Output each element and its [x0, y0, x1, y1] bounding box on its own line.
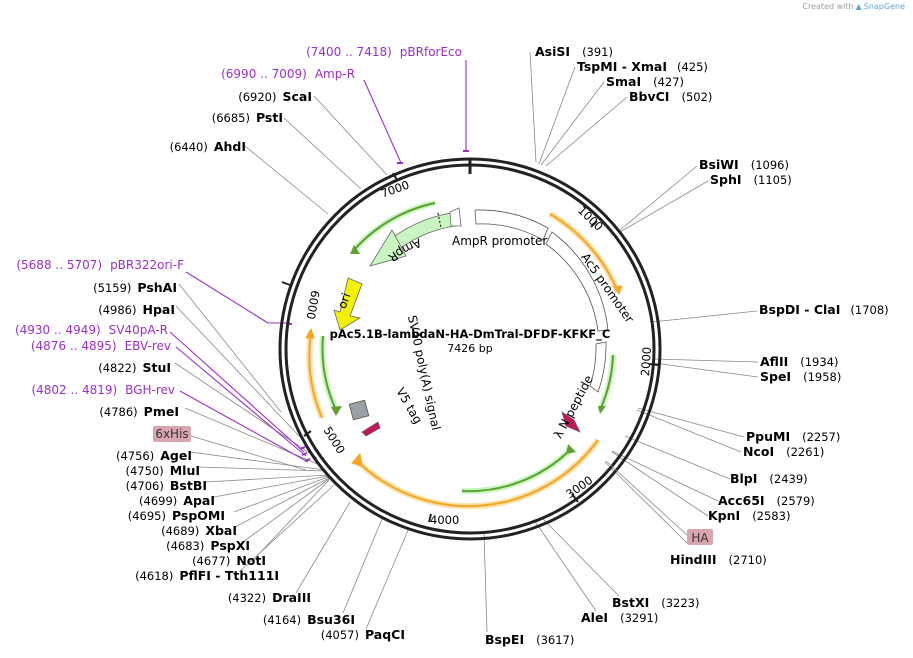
- ac5-promoter-feature: Ac5 promoter: [545, 231, 637, 393]
- site-labels-left: (4057)PaqCI (4164)Bsu36I (4322)DraIII (4…: [93, 89, 405, 642]
- tick-2000: 2000: [638, 346, 654, 376]
- v5-label: V5 tag: [393, 385, 425, 426]
- orange-arrowheads: [305, 285, 623, 467]
- site-pflfi-tth111i: (4618)PflFI - Tth111I: [135, 568, 279, 583]
- primer-sv40pa-r: (4930 .. 4949)SV40pA-R: [15, 323, 168, 337]
- primer-marks: [288, 150, 469, 462]
- plasmid-size: 7426 bp: [447, 342, 492, 355]
- primer-pbrforeco: (7400 .. 7418)pBRforEco: [306, 45, 462, 59]
- site-bsu36i: (4164)Bsu36I: [263, 612, 355, 627]
- site-paqci: (4057)PaqCI: [321, 627, 405, 642]
- tag-ha: HA: [605, 460, 713, 545]
- credit-brand: SnapGene: [863, 2, 905, 11]
- site-pshai: (5159)PshAI: [93, 280, 177, 295]
- orange-features: [306, 211, 621, 510]
- site-hindiii: HindIII(2710): [670, 552, 767, 567]
- ticks: [281, 172, 659, 523]
- site-blpi: BlpI(2439): [730, 471, 808, 486]
- site-bspdi-clai: BspDI - ClaI(1708): [759, 302, 889, 317]
- site-ncoi: NcoI(2261): [743, 444, 824, 459]
- site-smai: SmaI(427): [606, 74, 684, 89]
- site-spei: SpeI(1958): [760, 369, 841, 384]
- tick-6000: 6000: [304, 289, 323, 320]
- green-features: [319, 200, 616, 495]
- green-arrowheads: [331, 245, 606, 454]
- site-hpai: (4986)HpaI: [98, 302, 175, 317]
- site-acc65i: Acc65I(2579): [718, 493, 815, 508]
- primer-leaders: [169, 60, 467, 463]
- site-pspomi: (4695)PspOMI: [128, 508, 225, 523]
- lambda-n-label: λ N peptide: [551, 373, 596, 441]
- ampr-promoter-feature: AmpR promoter: [452, 209, 549, 248]
- site-bsiwi: BsiWI(1096): [699, 157, 789, 172]
- site-sphi: SphI(1105): [710, 172, 792, 187]
- site-labels-right: AsiSI(391) TspMI - XmaI(425) SmaI(427) B…: [485, 44, 889, 647]
- site-draiii: (4322)DraIII: [228, 590, 311, 605]
- primer-bgh-rev: (4802 .. 4819)BGH-rev: [31, 383, 175, 397]
- site-mlui: (4750)MluI: [125, 463, 200, 478]
- primer-amp-r: (6990 .. 7009)Amp-R: [221, 67, 355, 81]
- primer-pbr322ori-f: (5688 .. 5707)pBR322ori-F: [16, 258, 184, 272]
- tag-6xhis-label: 6xHis: [155, 427, 188, 441]
- credit-prefix: Created with: [802, 2, 854, 11]
- site-aflii: AflII(1934): [760, 354, 839, 369]
- ampr-feature: AmpR: [369, 207, 462, 267]
- snapgene-credit: Created with ▲ SnapGene: [802, 2, 905, 11]
- site-asisi: AsiSI(391): [535, 44, 613, 59]
- tag-6xhis: 6xHis: [153, 426, 307, 471]
- backbone: [278, 157, 662, 541]
- primer-labels: (7400 .. 7418)pBRforEco (6990 .. 7009)Am…: [15, 45, 462, 397]
- site-pspxi: (4683)PspXI: [166, 538, 250, 553]
- site-noti: (4677)NotI: [192, 553, 266, 568]
- tick-4000: 4000: [430, 513, 459, 527]
- leader-lines: [174, 51, 759, 633]
- tag-ha-label: HA: [691, 531, 709, 545]
- primer-ebv-rev: (4876 .. 4895)EBV-rev: [31, 339, 171, 353]
- ampr-promoter-label: AmpR promoter: [452, 234, 547, 248]
- site-stui: (4822)StuI: [98, 360, 171, 375]
- v5-tag-feature: V5 tag: [348, 385, 425, 437]
- site-xbai: (4689)XbaI: [161, 523, 237, 538]
- site-ppumi: PpuMI(2257): [746, 429, 840, 444]
- site-ahdi: (6440)AhdI: [170, 139, 246, 154]
- tick-1000: 1000: [575, 203, 606, 233]
- site-apai: (4699)ApaI: [139, 493, 215, 508]
- site-kpni: KpnI(2583): [708, 508, 790, 523]
- lambda-n-feature: λ N peptide: [551, 373, 596, 441]
- site-tspmi-xmai: TspMI - XmaI(425): [577, 59, 708, 74]
- site-scai: (6920)ScaI: [238, 89, 312, 104]
- plasmid-name: pAc5.1B-lambdaN-HA-DmTral-DFDF-KFKF_C: [330, 327, 611, 342]
- ori-label: ori: [335, 291, 353, 310]
- site-bstxi: BstXI(3223): [612, 595, 699, 610]
- site-agei: (4756)AgeI: [116, 448, 192, 463]
- site-psti: (6685)PstI: [212, 110, 283, 125]
- site-bstbi: (4706)BstBI: [126, 478, 207, 493]
- site-bbvci: BbvCI(502): [629, 89, 712, 104]
- site-pmei: (4786)PmeI: [99, 404, 179, 419]
- site-bspei: BspEI(3617): [485, 632, 574, 647]
- ori-feature: ori: [333, 277, 363, 331]
- site-alei: AleI(3291): [581, 610, 658, 625]
- snapgene-logo-icon: ▲: [855, 2, 862, 11]
- tick-5000: 5000: [321, 424, 348, 456]
